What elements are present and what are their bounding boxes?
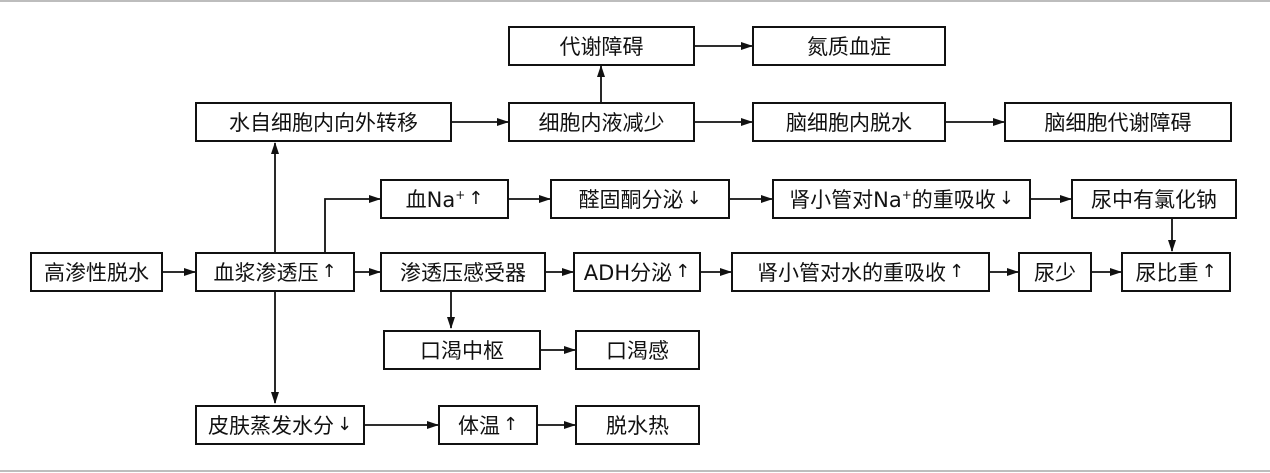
node-body-temperature: 体温 ↑ xyxy=(438,405,538,445)
tubule-na-suffix: 的重吸收 xyxy=(911,188,996,212)
node-blood-na: 血Na+ ↑ xyxy=(380,179,509,219)
node-label: 脑细胞代谢障碍 xyxy=(1044,111,1192,135)
node-icf-decrease: 细胞内液减少 xyxy=(508,102,695,142)
node-tubule-na: 肾小管对Na+的重吸收 ↓ xyxy=(772,179,1031,219)
node-label: 渗透压感受器 xyxy=(400,261,526,285)
node-brain-dehydration: 脑细胞内脱水 xyxy=(752,102,946,142)
node-label: 脱水热 xyxy=(606,414,669,438)
node-label: 醛固酮分泌 xyxy=(578,188,684,212)
node-water-shift: 水自细胞内向外转移 xyxy=(195,102,452,142)
node-label: 口渴中枢 xyxy=(420,339,504,363)
node-label: 肾小管对水的重吸收 xyxy=(756,261,946,285)
node-label: 体温 xyxy=(457,414,500,438)
down-arrow-icon: ↓ xyxy=(998,188,1014,209)
up-arrow-icon: ↑ xyxy=(321,261,337,282)
node-dehydration-fever: 脱水热 xyxy=(575,405,700,445)
node-label: 高渗性脱水 xyxy=(44,261,149,285)
node-thirst-center: 口渴中枢 xyxy=(383,330,541,370)
up-arrow-icon: ↑ xyxy=(948,261,965,282)
node-label: 脑细胞内脱水 xyxy=(786,111,912,135)
node-metabolic-disorder: 代谢障碍 xyxy=(508,26,695,66)
up-arrow-icon: ↑ xyxy=(502,414,519,435)
node-aldosterone: 醛固酮分泌 ↓ xyxy=(550,179,730,219)
node-label: 皮肤蒸发水分 xyxy=(207,414,334,438)
node-label: 水自细胞内向外转移 xyxy=(229,111,418,135)
node-plasma-osmolality: 血浆渗透压 ↑ xyxy=(195,252,355,292)
node-thirst: 口渴感 xyxy=(575,330,700,370)
node-tubule-water: 肾小管对水的重吸收 ↑ xyxy=(731,252,990,292)
node-hypertonic-dehydration: 高渗性脱水 xyxy=(30,252,163,292)
node-label: 血浆渗透压 xyxy=(213,261,319,285)
up-arrow-icon: ↑ xyxy=(1201,261,1217,282)
down-arrow-icon: ↓ xyxy=(686,188,702,209)
blood-na-text: 血Na xyxy=(405,188,456,212)
node-label: 代谢障碍 xyxy=(559,35,644,59)
node-label: 尿少 xyxy=(1034,261,1076,285)
node-label: ADH分泌 xyxy=(583,261,673,285)
node-urine-specific-gravity: 尿比重 ↑ xyxy=(1121,252,1231,292)
node-label: 肾小管对Na+的重吸收 xyxy=(789,184,996,214)
node-azotemia: 氮质血症 xyxy=(752,26,946,66)
na-superscript: + xyxy=(901,188,912,202)
node-label: 氮质血症 xyxy=(807,35,891,59)
node-brain-metabolic-disorder: 脑细胞代谢障碍 xyxy=(1004,102,1232,142)
node-oliguria: 尿少 xyxy=(1018,252,1092,292)
node-label: 尿中有氯化钠 xyxy=(1091,188,1217,212)
node-label: 血Na+ xyxy=(406,184,466,214)
node-adh: ADH分泌 ↑ xyxy=(573,252,701,292)
node-label: 尿比重 xyxy=(1135,261,1199,285)
node-skin-evaporation: 皮肤蒸发水分 ↓ xyxy=(195,405,365,445)
bottom-border xyxy=(0,470,1270,472)
na-superscript: + xyxy=(455,188,466,202)
node-urine-nacl: 尿中有氯化钠 xyxy=(1071,179,1237,219)
node-osmoreceptor: 渗透压感受器 xyxy=(380,252,546,292)
up-arrow-icon: ↑ xyxy=(675,261,691,282)
arrow-plasma-to-blood-na xyxy=(324,195,381,252)
node-label: 细胞内液减少 xyxy=(538,111,665,135)
tubule-na-text: 肾小管对Na xyxy=(789,188,902,212)
node-label: 口渴感 xyxy=(606,339,669,363)
up-arrow-icon: ↑ xyxy=(468,188,484,209)
top-border xyxy=(0,0,1270,2)
down-arrow-icon: ↓ xyxy=(336,414,353,435)
